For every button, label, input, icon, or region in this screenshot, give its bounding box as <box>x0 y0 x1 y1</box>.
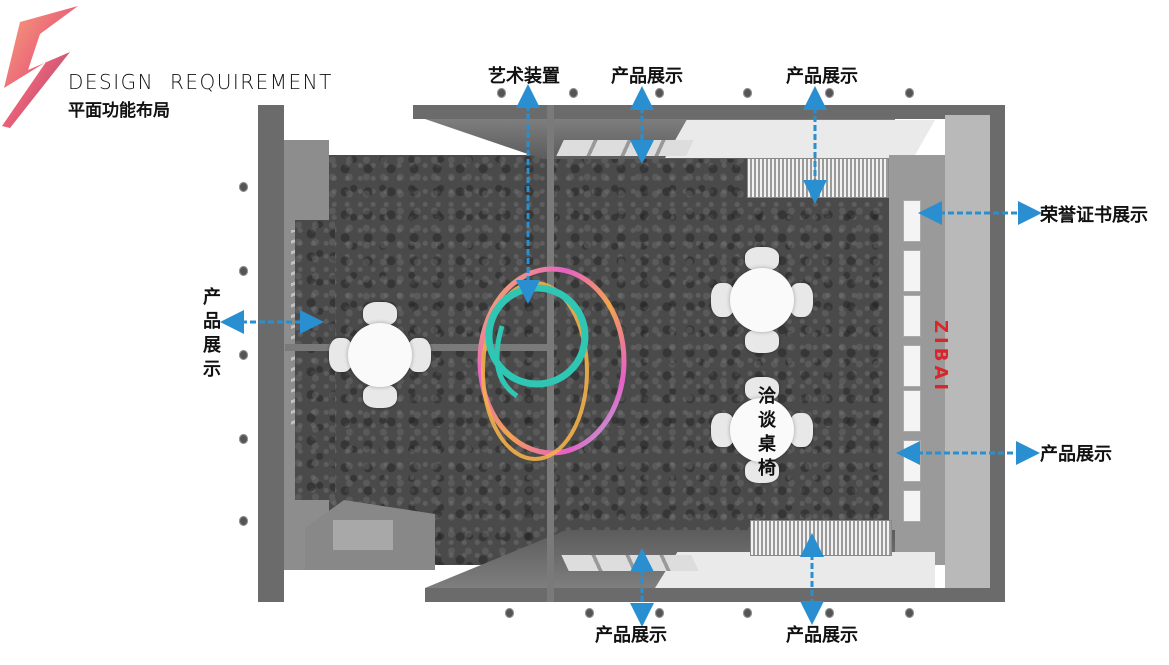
spotlight-icon <box>825 608 834 618</box>
bottom-wall <box>425 588 1005 602</box>
spotlight-icon <box>505 608 514 618</box>
right-shelf-3 <box>903 295 921 337</box>
spotlight-icon <box>239 350 248 360</box>
right-wall <box>990 105 1005 602</box>
spotlight-icon <box>239 266 248 276</box>
spotlight-icon <box>585 608 594 618</box>
label-art-installation: 艺术装置 <box>488 66 560 87</box>
top-light-panel <box>665 120 935 158</box>
top-product-rack <box>747 158 889 198</box>
right-shelf-1 <box>903 200 921 242</box>
round-table <box>730 268 794 332</box>
spotlight-icon <box>905 608 914 618</box>
top-shelf-items <box>556 140 694 156</box>
chair <box>745 329 779 353</box>
spotlight-icon <box>825 88 834 98</box>
spotlight-icon <box>655 608 664 618</box>
bottom-product-rack <box>750 520 892 556</box>
right-shelf-5 <box>903 390 921 432</box>
label-bottom-product-left: 产品展示 <box>595 625 667 646</box>
spotlight-icon <box>655 88 664 98</box>
spotlight-icon <box>905 88 914 98</box>
floor-plan: ZIBAI <box>239 88 1005 618</box>
art-installation-rings <box>467 266 627 472</box>
round-table <box>730 398 794 462</box>
title-english: DESIGN REQUIREMENT <box>68 70 333 94</box>
spotlight-icon <box>569 88 578 98</box>
brand-logo-vertical: ZIBAI <box>930 319 951 395</box>
label-left-product: 产品展示 <box>203 287 221 380</box>
right-shelf-4 <box>903 345 921 387</box>
carpet-floor-left <box>295 220 335 500</box>
right-shelf-2 <box>903 250 921 292</box>
top-wall <box>413 105 1003 119</box>
label-top-product-right: 产品展示 <box>786 66 858 87</box>
right-shelf-6 <box>903 440 921 482</box>
left-wall <box>258 105 284 602</box>
bottom-light-panel <box>655 552 935 588</box>
right-wall-panel <box>945 115 990 595</box>
logo-brush-icon <box>0 0 90 130</box>
label-bottom-product-right: 产品展示 <box>786 625 858 646</box>
spotlight-icon <box>239 434 248 444</box>
title-chinese: 平面功能布局 <box>68 101 170 121</box>
table-set-right-top <box>707 245 817 355</box>
round-table <box>348 323 412 387</box>
label-honor-certificate: 荣誉证书展示 <box>1040 205 1148 226</box>
table-set-right-bottom <box>707 375 817 485</box>
chair <box>363 302 397 326</box>
label-negotiation-tables: 洽谈桌椅 <box>758 386 776 479</box>
table-set-left <box>325 300 435 410</box>
label-top-product-left: 产品展示 <box>611 66 683 87</box>
right-shelf-7 <box>903 490 921 522</box>
chair <box>745 377 779 401</box>
vertical-beam <box>547 105 554 602</box>
spotlight-icon <box>497 88 506 98</box>
bottom-shelf-items <box>561 555 699 571</box>
spotlight-icon <box>743 88 752 98</box>
chair <box>745 247 779 271</box>
chair <box>363 384 397 408</box>
spotlight-icon <box>743 608 752 618</box>
spotlight-icon <box>239 516 248 526</box>
spotlight-icon <box>239 182 248 192</box>
corner-cabinet-top <box>333 520 393 550</box>
chair <box>745 459 779 483</box>
label-right-product: 产品展示 <box>1040 444 1112 465</box>
